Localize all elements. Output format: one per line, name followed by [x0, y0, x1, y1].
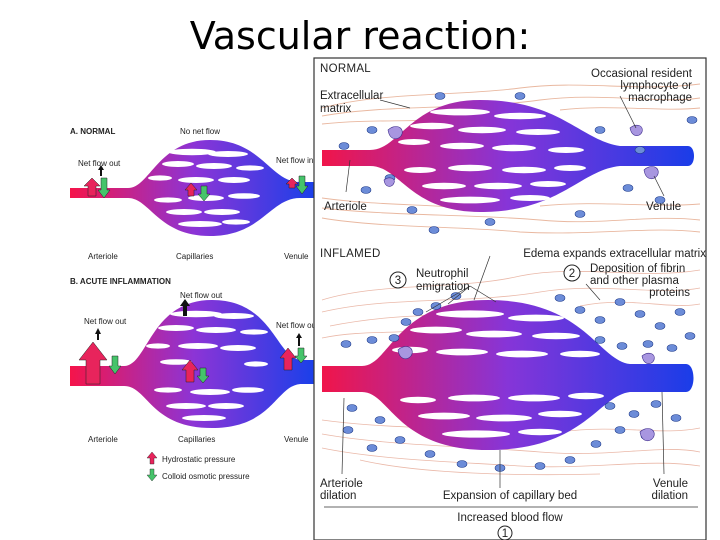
panel-a-pressure-arrows — [83, 165, 309, 202]
net-flow-out-arrow — [98, 165, 104, 176]
panel-a-venule-label: Venule — [284, 252, 309, 261]
panel-b-net-flow-out-left: Net flow out — [84, 317, 127, 326]
deposition-label-line3: proteins — [649, 287, 690, 299]
colloid-legend-icon — [146, 468, 158, 482]
marker-1: 1 — [497, 525, 513, 540]
left-figure: A. NORMAL No net flow Net flow out Net f… — [70, 127, 319, 482]
slide-title: Vascular reaction: — [189, 14, 531, 58]
panel-b-net-flow-out-top: Net flow out — [180, 291, 223, 300]
net-flow-out-label: Net flow out — [78, 159, 121, 168]
resident-label-line1: Occasional resident — [591, 68, 693, 80]
deposition-label-line1: Deposition of fibrin — [590, 263, 685, 275]
panel-a-capillary-gaps — [148, 148, 264, 227]
net-flow-in-label: Net flow in — [276, 156, 313, 165]
arteriole-dilation-line1: Arteriole — [320, 478, 363, 490]
normal-arteriole-label: Arteriole — [324, 201, 367, 213]
hydrostatic-legend-label: Hydrostatic pressure — [162, 455, 236, 464]
net-flow-out-arrow — [180, 299, 190, 316]
normal-venule-label: Venule — [646, 201, 681, 213]
normal-leader-lines — [345, 95, 665, 197]
colloid-arrow — [295, 175, 309, 195]
hydrostatic-arrow — [279, 347, 297, 371]
pressure-legend: Hydrostatic pressure Colloid osmotic pre… — [146, 451, 250, 482]
panel-b-venule-label: Venule — [284, 435, 309, 444]
panel-a-heading: A. NORMAL — [70, 127, 115, 136]
inflamed-macrophages — [397, 346, 655, 442]
colloid-legend-label: Colloid osmotic pressure — [162, 472, 250, 481]
hydrostatic-arrow — [83, 177, 101, 197]
hydrostatic-arrow — [285, 177, 299, 189]
resident-macrophages — [383, 124, 659, 187]
extracellular-label-line2: matrix — [320, 103, 352, 115]
arteriole-dilation-line2: dilation — [320, 490, 356, 502]
hydrostatic-arrow — [181, 359, 199, 383]
colloid-arrow — [97, 177, 111, 199]
neutrophil-label-line2: emigration — [416, 281, 470, 293]
normal-capillary-gaps — [398, 108, 586, 204]
no-net-flow-label: No net flow — [180, 127, 220, 136]
panel-b-capillaries-label: Capillaries — [178, 435, 215, 444]
marker-2: 2 — [563, 264, 581, 282]
inflamed-capillary-bed — [322, 300, 694, 450]
inflamed-leader-lines — [341, 255, 665, 488]
inflamed-heading: INFLAMED — [320, 248, 381, 260]
panel-b-net-flow-out-right: Net flow out — [276, 321, 319, 330]
panel-a-arteriole-label: Arteriole — [88, 252, 118, 261]
marker-2-label: 2 — [569, 268, 575, 280]
right-figure: NORMAL Extracellular matrix Occasional r… — [313, 57, 707, 540]
resident-label-line2: lymphocyte or — [620, 80, 692, 92]
panel-b-vessels — [70, 299, 318, 428]
marker-3-label: 3 — [395, 275, 401, 287]
neutrophil-label-line1: Neutrophil — [416, 268, 468, 280]
net-flow-out-arrow — [95, 328, 101, 340]
inflamed-cells — [340, 292, 696, 472]
deposition-label-line2: and other plasma — [590, 275, 679, 287]
colloid-arrow — [108, 355, 122, 375]
resident-label-line3: macrophage — [628, 92, 692, 104]
net-flow-out-arrow — [296, 333, 302, 346]
normal-cells — [338, 92, 698, 234]
normal-heading: NORMAL — [320, 63, 371, 75]
marker-1-label: 1 — [502, 528, 508, 540]
colloid-arrow — [294, 347, 308, 364]
panel-a-capillaries-label: Capillaries — [176, 252, 213, 261]
right-figure-frame — [313, 57, 707, 540]
panel-b-pressure-arrows — [78, 299, 308, 385]
panel-a-vessels — [70, 140, 318, 236]
venule-dilation-line1: Venule — [653, 478, 688, 490]
expansion-label: Expansion of capillary bed — [443, 490, 577, 502]
panel-b-arteriole-label: Arteriole — [88, 435, 118, 444]
hydrostatic-arrow — [184, 182, 198, 197]
extracellular-label-line1: Extracellular — [320, 90, 383, 102]
hydrostatic-legend-icon — [146, 451, 158, 465]
venule-dilation-line2: dilation — [652, 490, 688, 502]
colloid-arrow — [197, 185, 211, 202]
edema-label: Edema expands extracellular matrix — [523, 248, 706, 260]
increased-flow-label: Increased blood flow — [457, 512, 563, 524]
marker-3: 3 — [389, 271, 407, 289]
hydrostatic-arrow — [78, 341, 108, 385]
colloid-arrow — [196, 367, 210, 384]
panel-b-heading: B. ACUTE INFLAMMATION — [70, 277, 171, 286]
